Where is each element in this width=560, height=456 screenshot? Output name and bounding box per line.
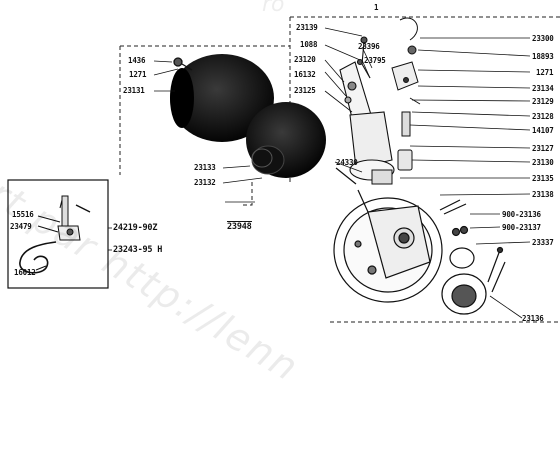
exploded-view-drawing — [7, 16, 560, 323]
part-label-23129: 23129 — [532, 97, 554, 106]
part-label-23128: 23128 — [532, 112, 554, 121]
part-label-16132: 16132 — [294, 70, 316, 79]
part-label-18893: 18893 — [532, 52, 554, 61]
fuel-tap-leaders — [108, 227, 112, 251]
part-label-23125: 23125 — [294, 86, 316, 95]
left-leaders — [153, 60, 263, 203]
top-marker: 1 — [374, 3, 379, 12]
gasket-ring — [439, 199, 475, 269]
air-filter-elements — [170, 54, 326, 178]
part-label-23136-bottom: 23136 — [522, 314, 544, 323]
part-label-14107: 14107 — [532, 126, 554, 135]
watermark-top-text: ro — [262, 0, 285, 17]
part-label-23337: 23337 — [532, 238, 554, 247]
part-label-23479: 23479 — [10, 222, 32, 231]
part-label-23132: 23132 — [194, 178, 216, 187]
screw-1436 — [173, 57, 193, 71]
part-label-23135: 23135 — [532, 174, 554, 183]
float-parts — [371, 17, 421, 185]
part-label-23243-95h: 23243-95 H — [113, 245, 163, 255]
right-leaders — [324, 27, 531, 319]
part-label-23795: 23795 — [364, 56, 386, 65]
part-label-23300: 23300 — [532, 34, 554, 43]
carburettor-group-frame — [289, 16, 560, 323]
fuel-tap-drawing — [7, 179, 109, 289]
part-label-23133: 23133 — [194, 163, 216, 172]
part-label-24219-90z: 24219-90Z — [113, 223, 158, 233]
part-label-900-23136: 900-23136 — [502, 210, 541, 219]
part-label-23139: 23139 — [296, 23, 318, 32]
part-label-23948: 23948 — [227, 221, 252, 232]
part-label-1271-left: 1271 — [129, 70, 147, 79]
part-label-23131: 23131 — [123, 86, 145, 95]
part-label-23396: 23396 — [358, 42, 380, 51]
part-label-1271-right: 1271 — [536, 68, 554, 77]
float-bowl-flange — [333, 167, 443, 303]
part-label-23134: 23134 — [532, 84, 554, 93]
part-label-1088: 1088 — [300, 40, 318, 49]
part-label-16012: 16012 — [14, 268, 36, 277]
part-label-24330: 24330 — [336, 158, 358, 167]
part-label-1436: 1436 — [128, 56, 146, 65]
part-label-23127: 23127 — [532, 144, 554, 153]
bowl-cover — [441, 246, 506, 315]
part-label-23120: 23120 — [294, 55, 316, 64]
parts-diagram: fert par http://lenn ro 1 1436 1271 2313… — [0, 0, 560, 390]
part-label-900-23137: 900-23137 — [502, 223, 541, 232]
part-label-23138: 23138 — [532, 190, 554, 199]
part-label-15516: 15516 — [12, 210, 34, 219]
part-label-23130: 23130 — [532, 158, 554, 167]
air-filter-group-frame — [119, 45, 290, 206]
